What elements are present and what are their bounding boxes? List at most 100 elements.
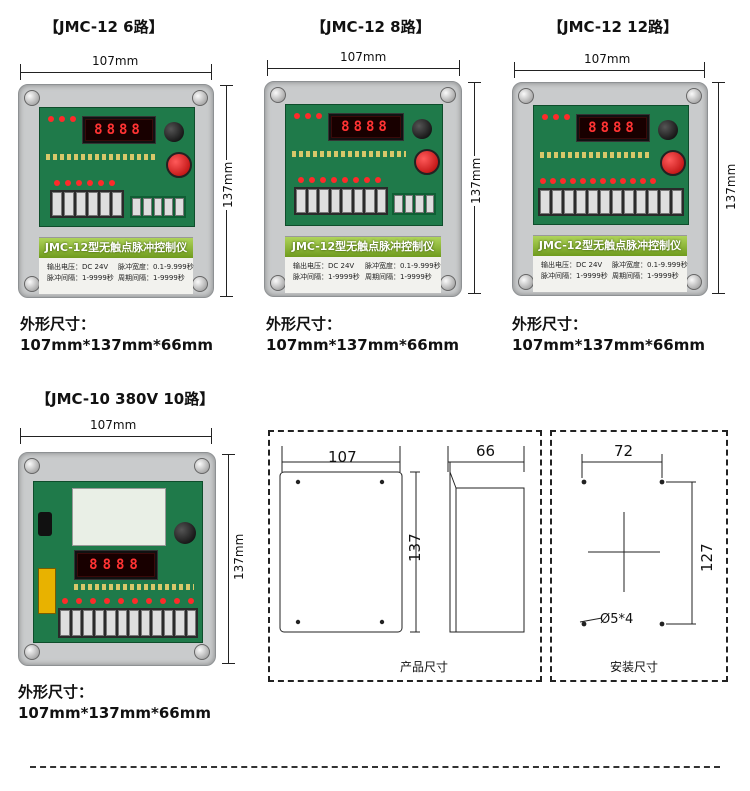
led-row: [48, 116, 76, 122]
dimension-tick: [704, 62, 705, 78]
resistor-strip: [46, 154, 158, 160]
seven-segment-display: 8888: [576, 114, 650, 142]
drawing-caption: 产品尺寸: [400, 660, 449, 674]
width-dimension-line: [514, 70, 705, 71]
output-led-row: [54, 180, 115, 186]
bottom-dashed-divider: [30, 766, 720, 768]
mounting-dimension-drawing: 72 127 Ø5*4 安装尺寸: [550, 430, 728, 682]
spec-label: 外形尺寸：: [512, 315, 588, 333]
adjust-knob[interactable]: [164, 122, 184, 142]
screw-icon: [24, 90, 40, 106]
red-button[interactable]: [414, 149, 440, 175]
dimension-tick: [20, 428, 21, 444]
dimension-tick: [211, 428, 212, 444]
width-dimension-line: [20, 436, 212, 437]
panel-band-title: JMC-12型无触点脉冲控制仪: [285, 237, 441, 257]
screw-icon: [194, 458, 210, 474]
seven-segment-display: 8888: [74, 550, 158, 580]
spec-value: 107mm*137mm*66mm: [20, 336, 213, 354]
spec-value: 107mm*137mm*66mm: [18, 704, 211, 722]
dimension-tick: [222, 663, 235, 664]
product-title: 【JMC-12 6路】: [44, 18, 164, 36]
dimension-tick: [220, 85, 233, 86]
screw-icon: [192, 276, 208, 292]
width-value: 107: [328, 448, 357, 466]
height-label: 137mm: [232, 531, 246, 582]
terminal-block: [58, 608, 198, 638]
instruction-label: [72, 488, 166, 546]
screw-icon: [24, 276, 40, 292]
info-text: 脉冲宽度：0.1-9.999秒: [118, 263, 194, 271]
adjust-knob[interactable]: [412, 119, 432, 139]
led-row: [542, 114, 570, 120]
dimension-tick: [468, 293, 481, 294]
product-title: 【JMC-10 380V 10路】: [36, 390, 215, 408]
display-digits: 8888: [85, 119, 153, 141]
seven-segment-display: 8888: [328, 113, 404, 141]
dimension-tick: [222, 454, 235, 455]
info-text: 输出电压：DC 24V: [293, 262, 355, 270]
red-button[interactable]: [660, 150, 686, 176]
dimension-tick: [20, 64, 21, 80]
spec-label: 外形尺寸：: [18, 683, 94, 701]
panel-band-title: JMC-12型无触点脉冲控制仪: [533, 236, 687, 256]
spec-value: 107mm*137mm*66mm: [512, 336, 705, 354]
screw-icon: [24, 644, 40, 660]
width-label: 107mm: [584, 52, 631, 66]
dimension-tick: [459, 60, 460, 76]
relay-component: [38, 568, 56, 614]
output-led-row: [540, 178, 656, 184]
capacitor: [38, 512, 52, 536]
screw-icon: [192, 90, 208, 106]
info-text: 周期间隔：1-9999秒: [612, 272, 679, 280]
product-outline-drawing: [279, 446, 525, 633]
drawing-caption: 安装尺寸: [610, 660, 659, 674]
mounting-holes-drawing: [579, 454, 696, 627]
info-text: 脉冲间隔：1-9999秒: [541, 272, 608, 280]
height-label: 137mm: [469, 155, 483, 206]
adjust-knob[interactable]: [658, 120, 678, 140]
red-button[interactable]: [166, 152, 192, 178]
depth-value: 66: [476, 442, 496, 460]
spec-label: 外形尺寸：: [20, 315, 96, 333]
circuit-board: 8888: [39, 107, 195, 227]
width-label: 107mm: [340, 50, 387, 64]
terminal-block: [538, 188, 684, 216]
info-text: 周期间隔：1-9999秒: [118, 274, 185, 282]
dimension-tick: [220, 296, 233, 297]
hole-spacing-x: 72: [614, 442, 634, 460]
spec-value: 107mm*137mm*66mm: [266, 336, 459, 354]
screw-icon: [440, 87, 456, 103]
height-value: 137: [406, 533, 424, 562]
panel-band-title: JMC-12型无触点脉冲控制仪: [39, 238, 193, 258]
dimension-tick: [468, 82, 481, 83]
product-title: 【JMC-12 12路】: [548, 18, 679, 36]
height-dimension-line: [718, 82, 719, 294]
controller-enclosure: 8888: [18, 452, 216, 666]
dimension-spec: 外形尺寸： 107mm*137mm*66mm: [20, 314, 213, 356]
info-text: 脉冲间隔：1-9999秒: [47, 274, 114, 282]
resistor-strip: [540, 152, 652, 158]
dimension-tick: [712, 293, 725, 294]
screw-icon: [518, 274, 534, 290]
screw-icon: [440, 275, 456, 291]
terminal-block: [294, 187, 388, 215]
dimension-tick: [514, 62, 515, 78]
screw-icon: [518, 88, 534, 104]
adjust-knob[interactable]: [174, 522, 196, 544]
circuit-board: 8888: [285, 104, 443, 226]
width-dimension-line: [20, 72, 212, 73]
info-text: 脉冲间隔：1-9999秒: [293, 273, 360, 281]
info-text: 输出电压：DC 24V: [541, 261, 603, 269]
hole-diameter-label: Ø5*4: [600, 612, 634, 627]
width-label: 107mm: [92, 54, 139, 68]
circuit-board: 8888: [533, 105, 689, 225]
